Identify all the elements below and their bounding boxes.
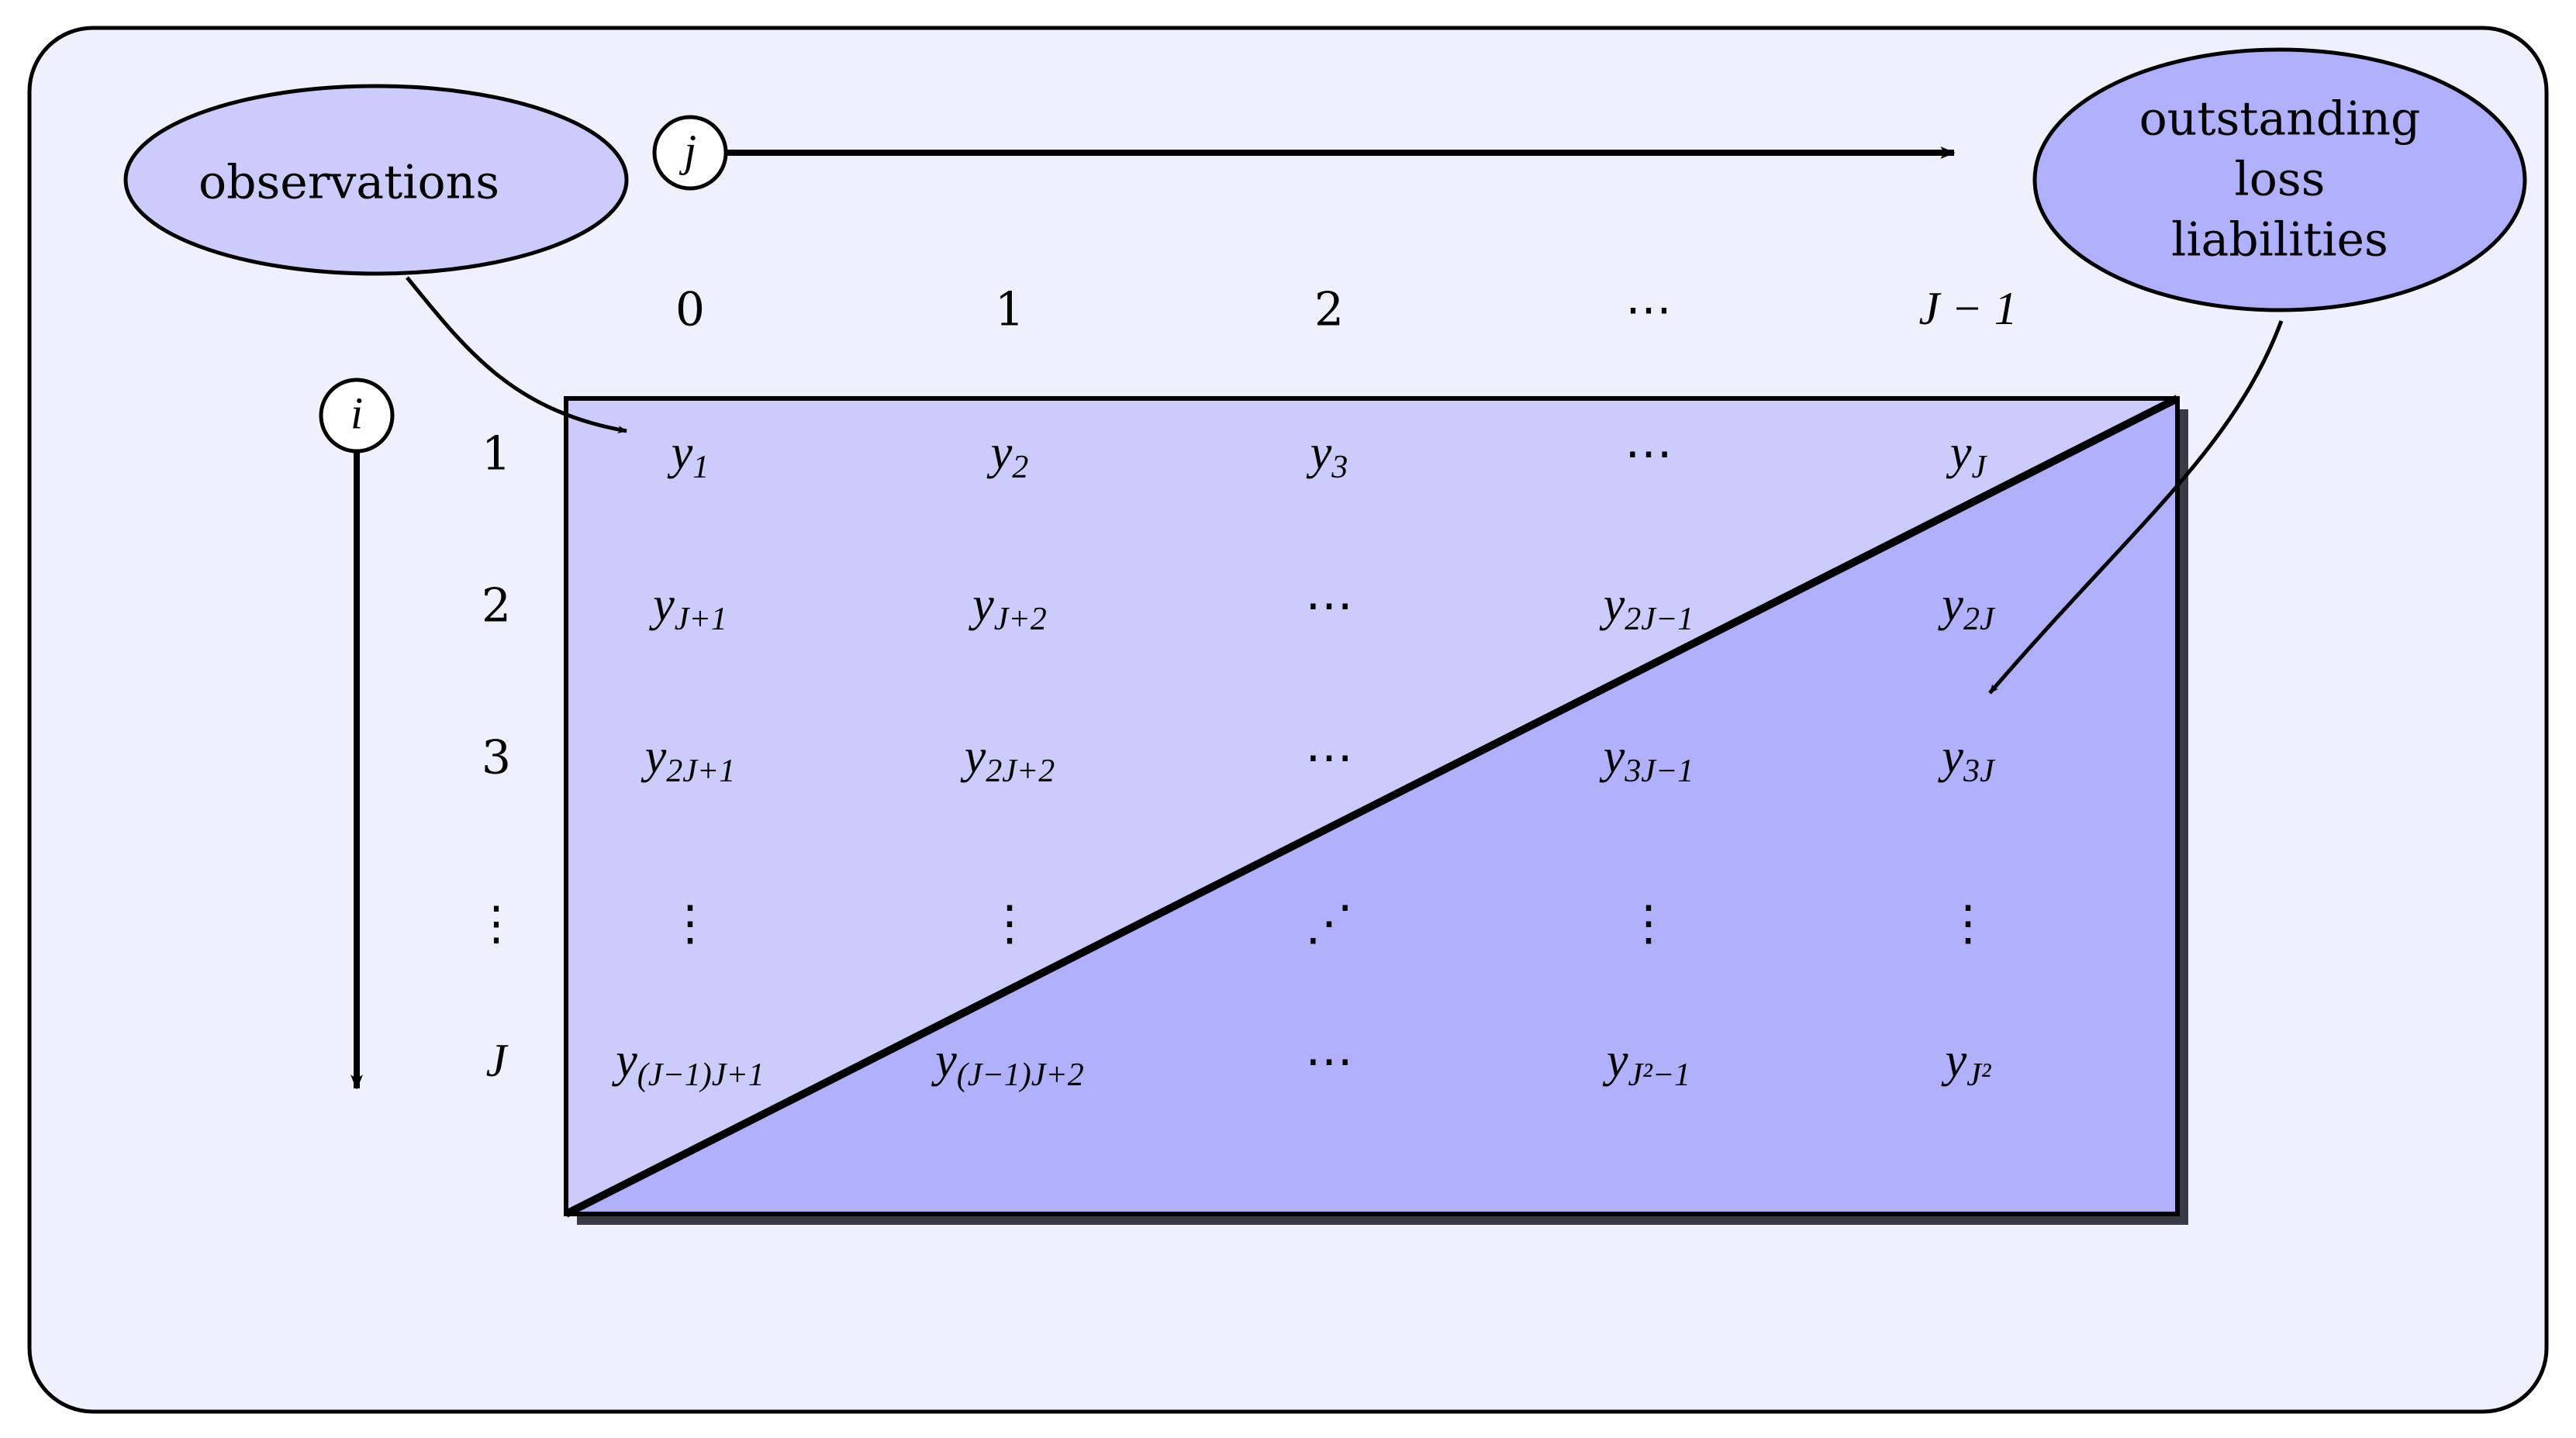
cell-base: y [1937,730,1963,783]
outstanding-callout-arrow [1988,320,2284,695]
cell-base: y [641,730,667,783]
column-header-1: 1 [995,283,1024,337]
i-axis-node [319,378,395,453]
observations-label: observations [199,156,499,210]
cell-r2-c4: y2J−1 [1599,578,1694,636]
cell-base: y [1599,730,1625,783]
outstanding-ellipse [2032,47,2527,312]
cell-r1-c1: y1 [667,426,710,485]
cell-subscript: J [1971,450,1987,485]
cell-subscript: 2J+1 [666,753,735,789]
cell-subscript: 3J [1963,753,1996,789]
cell-base: y [1937,578,1963,631]
cell-subscript: (J−1)J+1 [637,1057,765,1093]
cell-subscript: 2J+2 [986,753,1055,789]
cell-subscript: 2 [1012,450,1028,485]
cell-r3-c2: y2J+2 [960,730,1055,788]
cell-r2-c5: y2J [1937,578,1996,636]
row-headers: 1 2 3 ⋮ J [473,427,520,1086]
cell-subscript: 3 [1331,450,1348,485]
observations-bubble: observations [123,84,629,276]
cell-base: y [960,730,986,783]
cell-r4-c5: ⋮ [1944,895,1992,951]
cell-r2-c2: yJ+2 [968,578,1047,636]
cell-r5-c2: y(J−1)J+2 [931,1034,1083,1092]
cell-r2-c1: yJ+1 [648,578,727,636]
outstanding-label-line-1: outstanding [2139,92,2421,147]
diagonal-boundary [564,395,2180,1218]
cell-subscript: 1 [692,450,709,485]
cell-base: y [1306,426,1332,479]
cell-base: y [667,426,693,479]
cell-subscript: 3J−1 [1624,753,1694,789]
cell-r1-c3: y3 [1306,426,1348,485]
cell-subscript: 2J [1963,602,1996,637]
column-header-2: 2 [1314,283,1344,337]
outstanding-label-line-2: loss [2235,153,2326,207]
row-header-4: J [486,1035,509,1086]
row-header-1: 2 [482,579,511,633]
column-header-3: ⋯ [1625,283,1672,337]
cell-r5-c4: yJ²−1 [1602,1034,1690,1092]
cell-r2-c3: ⋯ [1305,577,1353,633]
j-axis-node [652,115,728,191]
cell-subscript: J+2 [994,602,1047,637]
cell-base: y [1599,578,1625,631]
column-headers: 0 1 2 ⋯ J − 1 [675,283,2018,337]
cell-subscript: J² [1967,1057,1992,1093]
column-header-0: 0 [675,283,705,337]
cell-r5-c1: y(J−1)J+1 [611,1034,764,1092]
cell-r3-c3: ⋯ [1305,729,1353,785]
cell-base: y [968,578,994,631]
j-axis: j [652,115,1956,191]
cell-base: y [648,578,675,631]
cell-r1-c5: yJ [1946,426,1988,485]
column-header-4: J − 1 [1918,283,2017,334]
cell-r3-c1: y2J+1 [641,730,736,788]
cell-r3-c5: y3J [1937,730,1996,788]
i-axis: i [319,378,395,1090]
cell-base: y [986,426,1013,479]
cell-base: y [611,1034,637,1087]
outstanding-label-line-3: liabilities [2171,213,2388,267]
cell-base: y [931,1034,957,1087]
cell-r4-c1: ⋮ [666,895,714,951]
cell-r3-c4: y3J−1 [1599,730,1694,788]
row-header-0: 1 [482,427,511,481]
cell-r4-c4: ⋮ [1625,895,1673,951]
cell-r1-c2: y2 [986,426,1029,485]
row-header-2: 3 [482,731,511,785]
cell-subscript: 2J−1 [1625,602,1694,637]
cell-r5-c5: yJ² [1941,1034,1992,1092]
i-axis-label: i [350,388,363,438]
observations-callout-arrow [406,276,627,434]
cell-subscript: J²−1 [1628,1057,1690,1093]
matrix-frame [564,396,2180,1216]
cell-base: y [1941,1034,1967,1087]
cell-r4-c2: ⋮ [986,895,1034,951]
cell-subscript: (J−1)J+2 [957,1057,1084,1093]
cell-subscript: J+1 [675,602,727,637]
outstanding-bubble: outstanding loss liabilities [2032,47,2527,312]
cell-base: y [1946,426,1972,479]
observations-ellipse [123,84,629,276]
cell-r5-c3: ⋯ [1305,1033,1353,1089]
cell-base: y [1602,1034,1628,1087]
cell-r1-c4: ⋯ [1625,425,1673,481]
cell-r4-c3: ⋰ [1305,895,1353,951]
row-header-3: ⋮ [473,897,520,951]
